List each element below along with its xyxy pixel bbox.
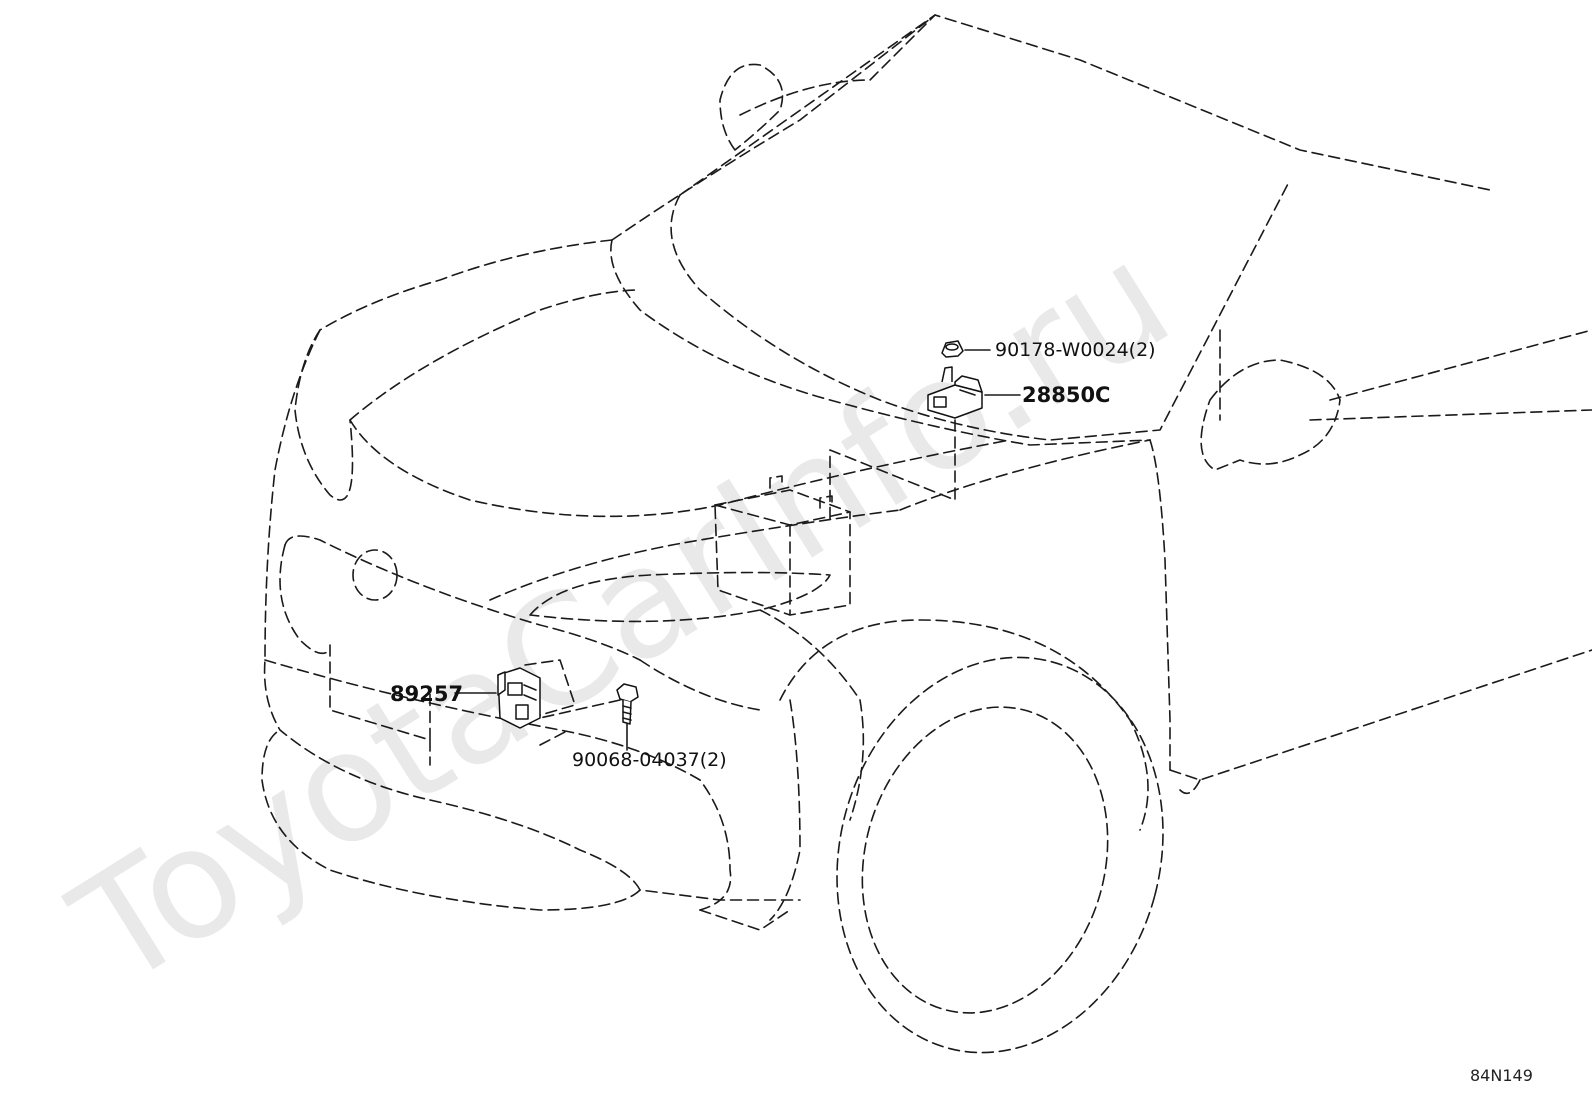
battery-sensor-28850c-icon[interactable] <box>927 366 983 419</box>
vehicle-outline <box>261 14 1592 1054</box>
module-89257-icon[interactable] <box>497 667 541 729</box>
nut-90178-icon[interactable] <box>941 340 964 358</box>
leader-89257 <box>524 659 576 719</box>
part-label-89257[interactable]: 89257 <box>390 682 463 706</box>
part-label-90068[interactable]: 90068-04037(2) <box>572 749 727 771</box>
part-label-28850c[interactable]: 28850C <box>1022 383 1110 407</box>
watermark: ToyotaCarInfo.ru <box>44 208 1198 1021</box>
figure-code: 84N149 <box>1470 1066 1533 1085</box>
part-label-90178[interactable]: 90178-W0024(2) <box>995 339 1156 361</box>
leader-28850c <box>829 419 956 521</box>
bolt-90068-icon[interactable] <box>616 683 639 725</box>
